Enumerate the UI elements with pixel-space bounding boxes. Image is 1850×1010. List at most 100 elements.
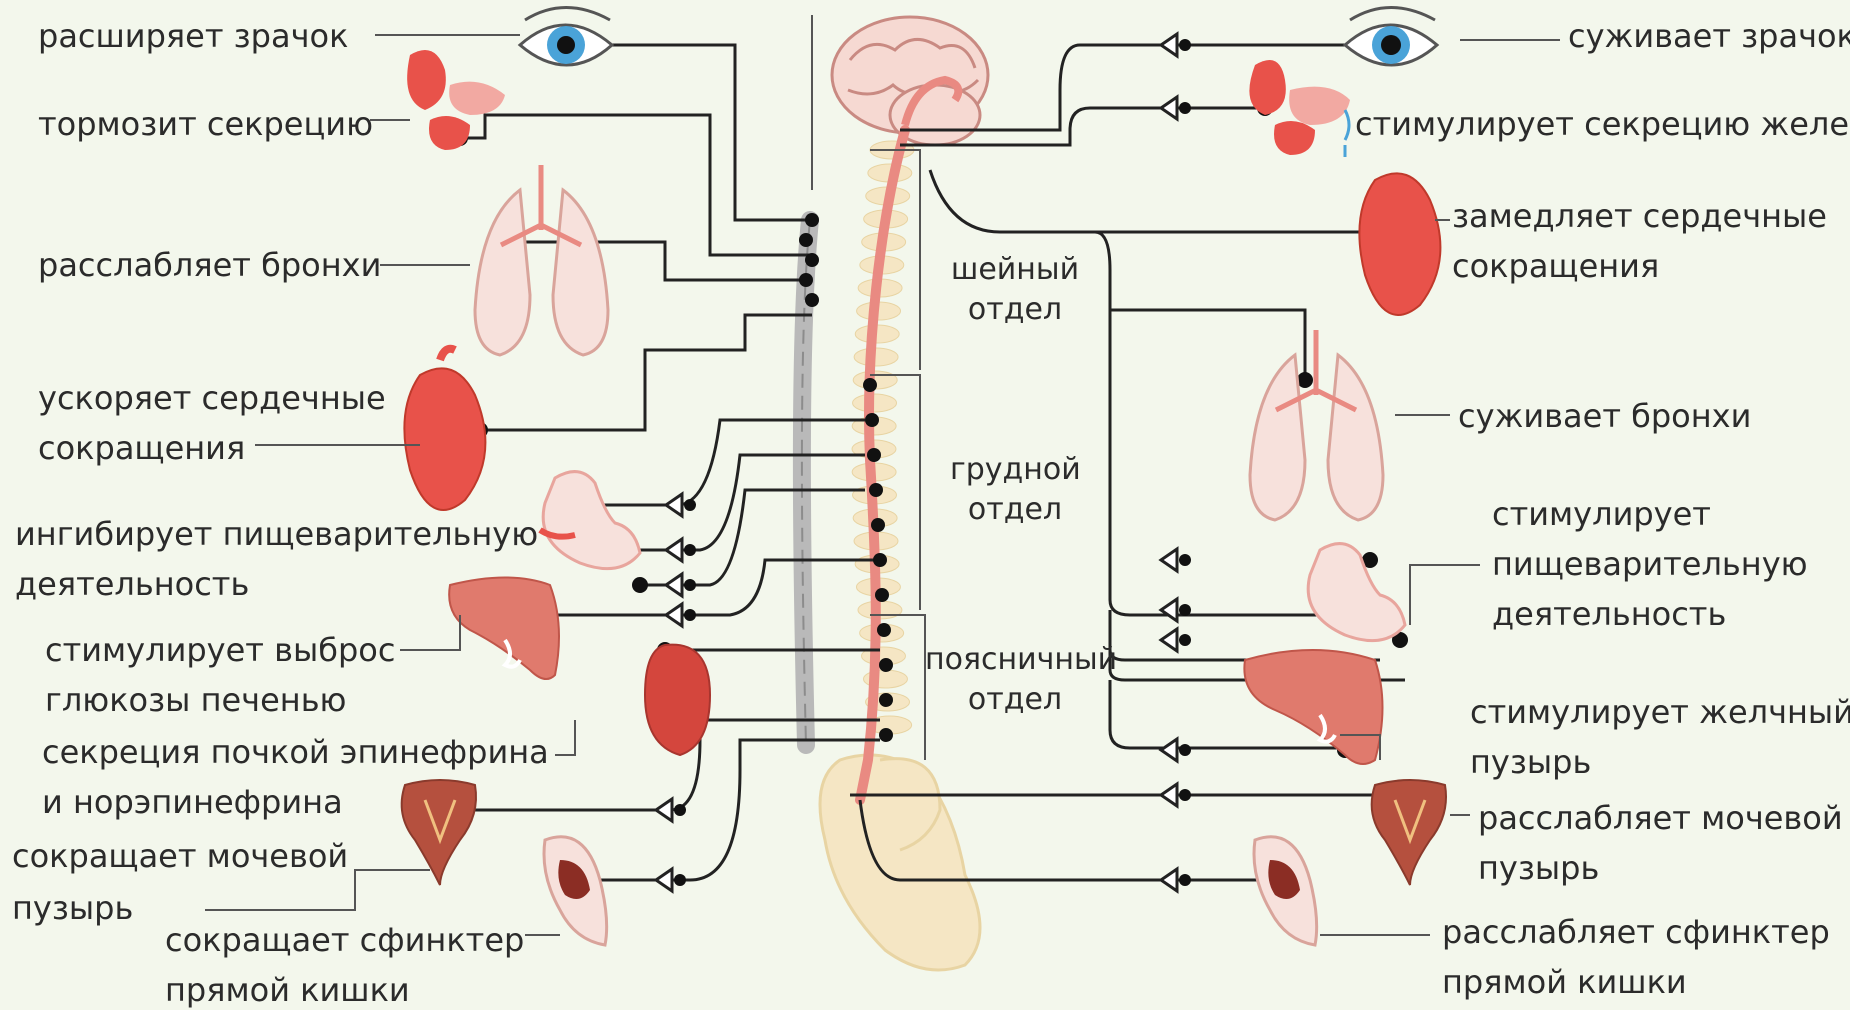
chain-ganglion [805, 213, 819, 227]
stomach-left [540, 472, 640, 569]
label-left-digestion-2: деятельность [15, 564, 249, 604]
ganglion-synapse [666, 539, 682, 561]
spinal-root [869, 483, 883, 497]
eye-left [520, 8, 612, 66]
lungs-right [1250, 330, 1383, 520]
label-right-digestion-1: стимулирует [1492, 494, 1711, 534]
label-left-rectum-2: прямой кишки [165, 970, 410, 1010]
heart-right [1359, 173, 1440, 315]
label-right-heart-2: сокращения [1452, 246, 1659, 286]
eye-right [1345, 8, 1437, 66]
ganglion-dot [1179, 744, 1191, 756]
label-lumbar-section: поясничный отдел [925, 640, 1105, 720]
ganglion-synapse [1161, 869, 1177, 891]
label-left-digestion-1: ингибирует пищеварительную [15, 514, 538, 554]
label-thoracic-section: грудной отдел [950, 450, 1080, 530]
label-lumbar-1: поясничный [925, 640, 1105, 680]
ganglion-synapse [1161, 34, 1177, 56]
label-cervical-1: шейный [950, 250, 1080, 290]
spinal-root [875, 588, 889, 602]
chain-ganglion [799, 273, 813, 287]
label-right-bronchi: суживает бронхи [1458, 396, 1751, 436]
ganglion-synapse [1161, 739, 1177, 761]
chain-ganglion [799, 233, 813, 247]
spinal-root [871, 518, 885, 532]
label-right-digestion-3: деятельность [1492, 594, 1726, 634]
rectum-left [544, 837, 607, 945]
label-left-liver-1: стимулирует выброс [45, 630, 395, 670]
ganglion-dot [674, 804, 686, 816]
ganglion-synapse [1161, 784, 1177, 806]
label-left-bladder-1: сокращает мочевой [12, 836, 348, 876]
ganglion-dot [1179, 39, 1191, 51]
label-left-pupil: расширяет зрачок [38, 16, 348, 56]
label-cervical-section: шейный отдел [950, 250, 1080, 330]
kidney-left [645, 645, 710, 755]
label-right-gallbladder-2: пузырь [1470, 742, 1591, 782]
label-left-heart-2: сокращения [38, 428, 245, 468]
label-left-rectum-1: сокращает сфинктер [165, 920, 524, 960]
label-right-rectum-1: расслабляет сфинктер [1442, 912, 1830, 952]
ganglion-synapse [1161, 599, 1177, 621]
rectum-right [1254, 837, 1317, 945]
vertebra [853, 394, 897, 412]
label-left-kidney-2: и норэпинефрина [42, 782, 343, 822]
spinal-root [867, 448, 881, 462]
chain-ganglion [805, 253, 819, 267]
ganglion-dot [684, 579, 696, 591]
ganglion-dot [1179, 604, 1191, 616]
ganglion-dot [1179, 874, 1191, 886]
ganglion-dot [684, 544, 696, 556]
ganglion-synapse [656, 869, 672, 891]
label-cervical-2: отдел [950, 290, 1080, 330]
pelvis [820, 755, 980, 970]
label-right-pupil: суживает зрачок [1568, 16, 1850, 56]
ganglion-synapse [1161, 97, 1177, 119]
ganglion-synapse [666, 574, 682, 596]
label-left-secretion: тормозит секрецию [38, 104, 373, 144]
label-lumbar-2: отдел [925, 680, 1105, 720]
ganglion-synapse [666, 494, 682, 516]
label-right-secretion: стимулирует секрецию желез [1355, 104, 1850, 144]
spinal-root [865, 413, 879, 427]
stomach-right [1308, 544, 1405, 641]
label-right-gallbladder-1: стимулирует желчный [1470, 692, 1850, 732]
nerve-fiber [540, 560, 875, 615]
label-right-rectum-2: прямой кишки [1442, 962, 1687, 1002]
nerve-fiber [1110, 310, 1305, 380]
nerve-fiber [500, 242, 812, 280]
spinal-root [877, 623, 891, 637]
ganglion-dot [1179, 102, 1191, 114]
label-thoracic-2: отдел [950, 490, 1080, 530]
bladder-right [1372, 780, 1446, 885]
ganglion-synapse [666, 604, 682, 626]
label-left-kidney-1: секреция почкой эпинефрина [42, 732, 549, 772]
nerve-ending [632, 577, 648, 593]
ganglion-synapse [656, 799, 672, 821]
salivary-glands-right [1249, 60, 1350, 157]
label-left-heart-1: ускоряет сердечные [38, 378, 386, 418]
label-right-bladder-2: пузырь [1478, 848, 1599, 888]
ganglion-dot [684, 499, 696, 511]
heart-left [404, 349, 485, 510]
label-thoracic-1: грудной [950, 450, 1080, 490]
nerve-fiber [930, 170, 1095, 232]
ganglion-dot [1179, 789, 1191, 801]
liver-left [449, 578, 559, 680]
ganglion-synapse [1161, 549, 1177, 571]
spinal-root [873, 553, 887, 567]
vertebra [854, 348, 898, 366]
ganglion-synapse [1161, 629, 1177, 651]
nerve-fiber [555, 420, 865, 505]
spinal-root [863, 378, 877, 392]
label-left-liver-2: глюкозы печенью [45, 680, 346, 720]
label-left-bronchi: расслабляет бронхи [38, 245, 381, 285]
nerve-fiber [566, 45, 812, 220]
ganglion-dot [684, 609, 696, 621]
label-right-digestion-2: пищеварительную [1492, 544, 1808, 584]
spinal-root [879, 728, 893, 742]
ganglion-dot [674, 874, 686, 886]
ganglion-dot [1179, 554, 1191, 566]
nerve-fiber [480, 315, 812, 430]
lungs-left [475, 165, 608, 355]
